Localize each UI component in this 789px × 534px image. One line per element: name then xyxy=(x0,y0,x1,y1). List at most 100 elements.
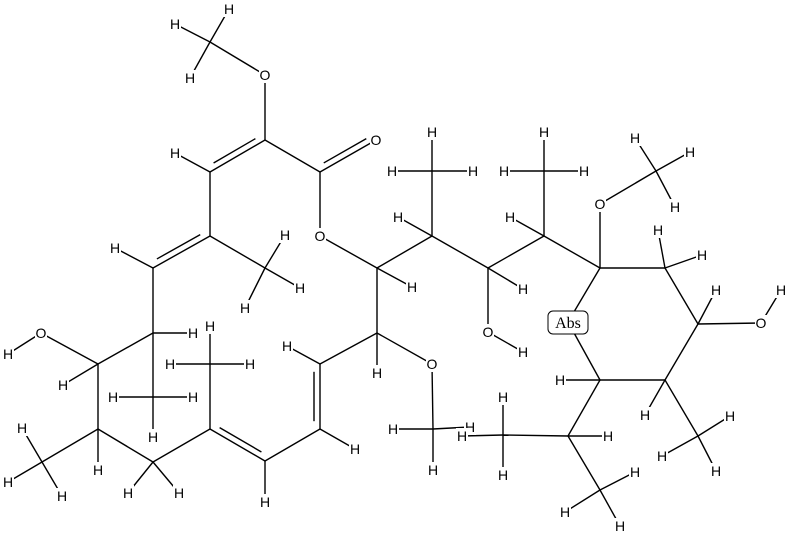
oxygen-atom-mask xyxy=(482,324,494,340)
hydrogen-atom: H xyxy=(711,282,721,298)
hydrogen-atom: H xyxy=(170,16,180,32)
hydrogen-atom: H xyxy=(174,485,184,501)
single-bond xyxy=(664,267,699,325)
hydrogen-atom-mask xyxy=(554,372,566,388)
hydrogen-atom: H xyxy=(653,222,663,238)
hydrogen-atom-mask xyxy=(349,441,361,457)
hydrogen-atom-mask xyxy=(602,428,614,444)
oxygen-atom-mask xyxy=(426,356,438,372)
oxygen-atom: O xyxy=(36,325,47,341)
single-bond xyxy=(599,170,657,205)
oxygen-atom: O xyxy=(595,196,606,212)
hydrogen-atom-mask xyxy=(294,280,306,296)
hydrogen-atom: H xyxy=(603,428,613,444)
hydrogen-atom-mask xyxy=(387,421,399,437)
single-bond xyxy=(567,435,601,491)
hydrogen-atom: H xyxy=(630,464,640,480)
single-bond xyxy=(543,235,601,269)
hydrogen-atom-mask xyxy=(169,16,181,32)
hydrogen-atom-mask xyxy=(656,448,668,464)
hydrogen-atom: H xyxy=(685,144,695,160)
double-bond xyxy=(209,428,266,462)
oxygen-atom-mask xyxy=(755,315,767,331)
hydrogen-atom-mask xyxy=(669,199,681,215)
single-bond xyxy=(97,428,154,463)
hydrogen-atom-mask xyxy=(122,485,134,501)
single-bond xyxy=(376,235,433,269)
hydrogen-atom: H xyxy=(387,163,397,179)
hydrogen-atom: H xyxy=(188,325,198,341)
double-bond-inner-line xyxy=(213,138,256,164)
hydrogen-atom: H xyxy=(630,130,640,146)
hydrogen-atom-mask xyxy=(16,420,28,436)
hydrogen-atom: H xyxy=(93,462,103,478)
hydrogen-atom: H xyxy=(518,281,528,297)
hydrogen-atom-mask xyxy=(187,325,199,341)
hydrogen-atom-mask xyxy=(371,365,383,381)
hydrogen-atom-mask xyxy=(2,346,14,362)
hydrogen-atom-mask xyxy=(204,318,216,334)
hydrogen-atom-mask xyxy=(498,163,510,179)
hydrogen-atom: H xyxy=(224,1,234,17)
hydrogen-atom-mask xyxy=(614,518,626,534)
hydrogen-atom-mask xyxy=(467,163,479,179)
hydrogen-atom-mask xyxy=(92,462,104,478)
hydrogen-atom-mask xyxy=(517,281,529,297)
hydrogen-atom: H xyxy=(427,124,437,140)
double-bond-inner-line xyxy=(323,138,367,164)
single-bond xyxy=(319,235,378,269)
hydrogen-atom: H xyxy=(260,494,270,510)
single-bond xyxy=(209,235,266,269)
single-bond xyxy=(664,379,699,437)
single-bond xyxy=(376,332,433,365)
hydrogen-atom: H xyxy=(498,467,508,483)
hydrogen-atom: H xyxy=(505,209,515,225)
hydrogen-atom-mask xyxy=(559,504,571,520)
hydrogen-atom: H xyxy=(295,280,305,296)
oxygen-atom-mask xyxy=(259,67,271,83)
double-bond xyxy=(152,235,211,269)
single-bond xyxy=(264,428,321,462)
hydrogen-atom-mask xyxy=(107,389,119,405)
hydrogen-atom: H xyxy=(457,428,467,444)
hydrogen-atom: H xyxy=(407,279,417,295)
hydrogen-atom-mask xyxy=(184,70,196,86)
hydrogen-atom-mask xyxy=(652,222,664,238)
oxygen-atom-mask xyxy=(594,196,606,212)
hydrogen-atom-mask xyxy=(724,408,736,424)
hydrogen-atom-mask xyxy=(710,463,722,479)
abs-box xyxy=(547,310,589,335)
hydrogen-atom-mask xyxy=(639,407,651,423)
double-bond xyxy=(209,139,266,173)
hydrogen-atom: H xyxy=(711,463,721,479)
hydrogen-atom: H xyxy=(579,163,589,179)
oxygen-atom: O xyxy=(371,132,382,148)
hydrogen-atom-mask xyxy=(147,429,159,445)
hydrogen-atom: H xyxy=(170,145,180,161)
hydrogen-atom: H xyxy=(539,124,549,140)
hydrogen-atom: H xyxy=(465,419,475,435)
hydrogen-atom: H xyxy=(640,407,650,423)
hydrogen-atom: H xyxy=(58,377,68,393)
hydrogen-atom: H xyxy=(240,300,250,316)
single-bond xyxy=(664,323,699,381)
hydrogen-atom: H xyxy=(657,448,667,464)
hydrogen-atom: H xyxy=(615,518,625,534)
oxygen-atom-mask xyxy=(314,228,326,244)
oxygen-atom-mask xyxy=(370,132,382,148)
double-bond-inner-line xyxy=(219,427,262,453)
hydrogen-atom-mask xyxy=(164,356,176,372)
hydrogen-atom-mask xyxy=(109,240,121,256)
single-bond xyxy=(431,363,434,430)
hydrogen-atom-mask xyxy=(517,344,529,360)
single-bond xyxy=(567,379,601,437)
oxygen-atom: O xyxy=(260,67,271,83)
hydrogen-atom: H xyxy=(148,429,158,445)
hydrogen-atom-mask xyxy=(684,144,696,160)
oxygen-atom: O xyxy=(427,356,438,372)
hydrogen-atom: H xyxy=(185,70,195,86)
hydrogen-atom: H xyxy=(110,240,120,256)
oxygen-atom: O xyxy=(756,315,767,331)
